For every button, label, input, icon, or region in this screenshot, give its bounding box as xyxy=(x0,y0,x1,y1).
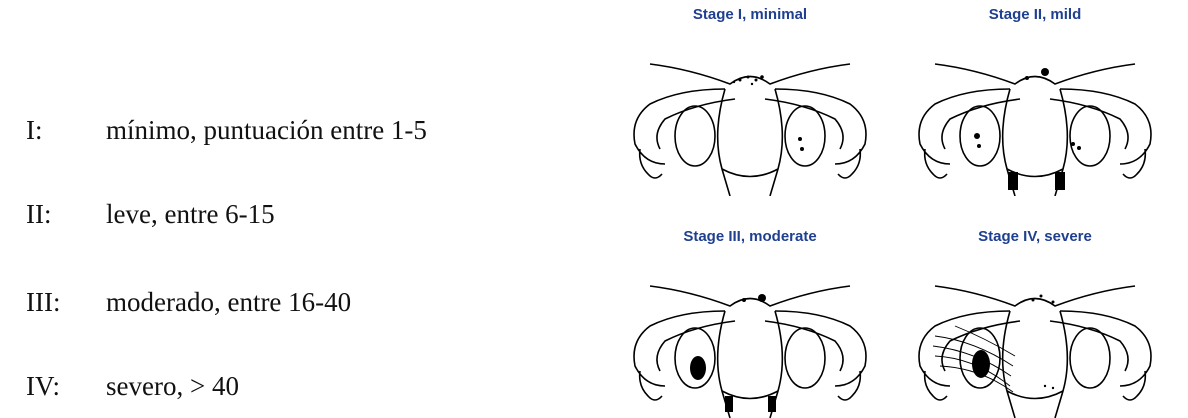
stage-row-2: II:leve, entre 6-15 xyxy=(26,199,275,229)
stage-row-1: I:mínimo, puntuación entre 1-5 xyxy=(26,115,427,145)
uterus-illustration xyxy=(610,246,890,418)
stage-number: IV: xyxy=(26,371,106,401)
stage-description: severo, > 40 xyxy=(106,371,239,401)
uterus-illustration xyxy=(895,24,1175,196)
stage-4-figure: Stage IV, severe xyxy=(895,228,1175,418)
lesion-dots xyxy=(972,295,1055,390)
stage-2-figure: Stage II, mild xyxy=(895,6,1175,196)
stage-row-4: IV: severo, > 40 xyxy=(26,371,239,401)
figure-title: Stage IV, severe xyxy=(895,228,1175,245)
stage-3-figure: Stage III, moderate xyxy=(610,228,890,418)
lesion-dots xyxy=(733,75,804,151)
stage-1-figure: Stage I, minimal xyxy=(610,6,890,196)
stage-list: I:mínimo, puntuación entre 1-5 II:leve, … xyxy=(0,0,600,418)
stage-number: I: xyxy=(26,115,106,145)
figure-title: Stage II, mild xyxy=(895,6,1175,23)
figure-title: Stage I, minimal xyxy=(610,6,890,23)
stage-description: moderado, entre 16-40 xyxy=(106,287,351,317)
uterus-illustration xyxy=(610,24,890,196)
stage-row-3: III:moderado, entre 16-40 xyxy=(26,287,351,317)
lesion-dots xyxy=(974,68,1081,190)
uterus-illustration xyxy=(895,246,1175,418)
stage-number: II: xyxy=(26,199,106,229)
stage-description: mínimo, puntuación entre 1-5 xyxy=(106,115,427,145)
stage-number: III: xyxy=(26,287,106,317)
stage-description: leve, entre 6-15 xyxy=(106,199,275,229)
figure-title: Stage III, moderate xyxy=(610,228,890,245)
